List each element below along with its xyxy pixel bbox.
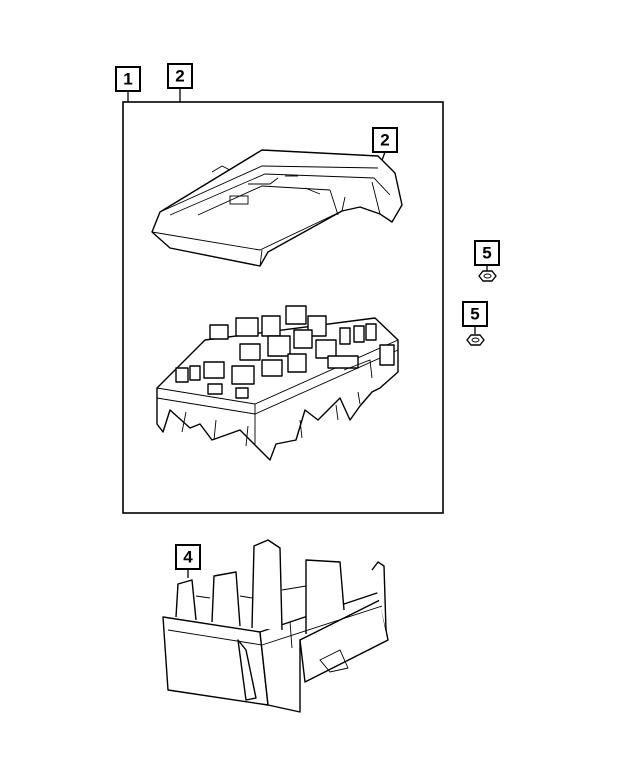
- svg-text:5: 5: [470, 305, 479, 324]
- callout-2-top[interactable]: 2: [167, 63, 193, 89]
- svg-text:2: 2: [175, 67, 184, 86]
- svg-text:4: 4: [183, 548, 193, 567]
- fuse-box-cover: [151, 149, 403, 267]
- svg-text:2: 2: [380, 131, 389, 150]
- assembly-frame: [122, 101, 444, 514]
- fuse-relay-box: [156, 305, 399, 461]
- svg-text:1: 1: [123, 70, 132, 89]
- nut-upper: [478, 270, 497, 282]
- nut-lower: [466, 334, 485, 346]
- mounting-bracket: [162, 539, 389, 713]
- callout-5-lower[interactable]: 5: [462, 301, 488, 327]
- callout-5-upper[interactable]: 5: [474, 240, 500, 266]
- callout-1[interactable]: 1: [115, 66, 141, 92]
- callout-2-cover[interactable]: 2: [372, 127, 398, 153]
- svg-text:5: 5: [482, 244, 491, 263]
- callout-4[interactable]: 4: [175, 544, 201, 570]
